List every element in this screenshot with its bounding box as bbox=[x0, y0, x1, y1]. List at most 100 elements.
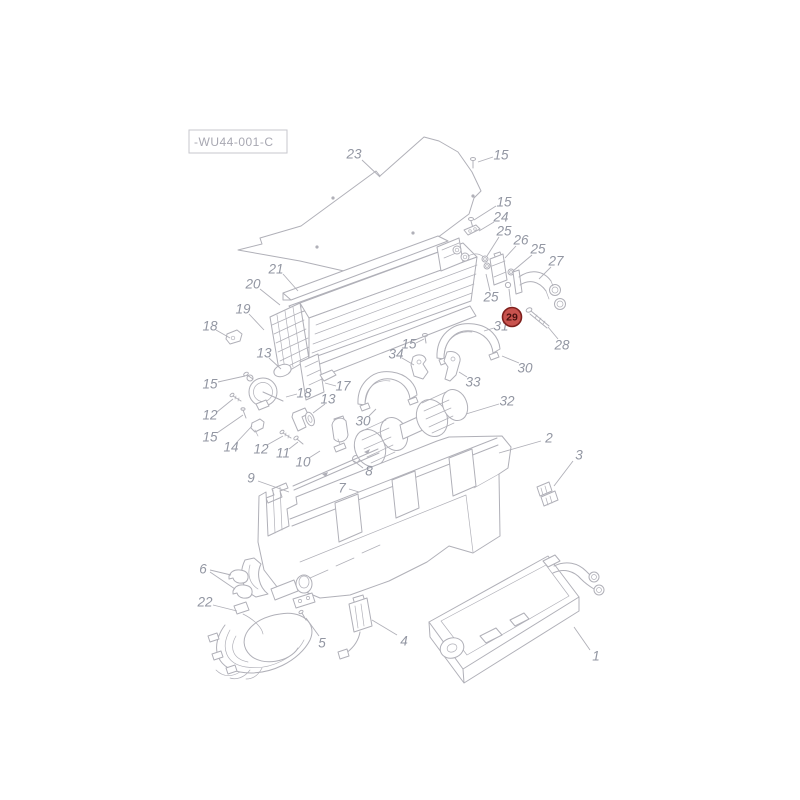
leader-line-14 bbox=[236, 425, 253, 443]
scroll-housings bbox=[357, 323, 501, 412]
leader-line-25 bbox=[486, 236, 500, 257]
part-label-27: 27 bbox=[547, 254, 564, 269]
part-label-12: 12 bbox=[202, 408, 218, 423]
part-label-13: 13 bbox=[256, 346, 272, 361]
part-label-3: 3 bbox=[575, 448, 583, 463]
part-label-25: 25 bbox=[529, 242, 546, 257]
screw-15-top bbox=[470, 157, 476, 169]
part-label-10: 10 bbox=[295, 455, 311, 470]
part-label-15: 15 bbox=[496, 195, 512, 210]
leader-line-1 bbox=[573, 626, 591, 651]
leader-line-28 bbox=[547, 326, 559, 340]
leader-line-15 bbox=[216, 414, 244, 434]
part-label-18: 18 bbox=[202, 319, 218, 334]
grommet-3 bbox=[536, 481, 559, 507]
leader-line-10 bbox=[308, 450, 321, 459]
part-label-34: 34 bbox=[388, 347, 403, 362]
screw-15-left bbox=[243, 371, 254, 380]
highlighted-part-number: 29 bbox=[506, 312, 518, 324]
vacuum-actuator bbox=[331, 415, 349, 453]
part-label-18: 18 bbox=[296, 386, 312, 401]
plate-17 bbox=[319, 369, 337, 382]
leader-line-13 bbox=[312, 403, 326, 414]
part-label-30: 30 bbox=[517, 361, 533, 376]
leader-line-33 bbox=[458, 371, 468, 378]
resistor-4 bbox=[337, 594, 373, 660]
leader-line-15 bbox=[415, 338, 425, 344]
leader-line-31 bbox=[483, 327, 495, 332]
hose-assembly-27 bbox=[512, 269, 566, 310]
part-label-19: 19 bbox=[235, 302, 251, 317]
part-label-33: 33 bbox=[465, 375, 481, 390]
part-label-32: 32 bbox=[499, 394, 515, 409]
expansion-valve-26 bbox=[489, 251, 508, 286]
part-label-20: 20 bbox=[244, 277, 261, 292]
bolt-29 bbox=[504, 281, 512, 307]
leader-line-30 bbox=[501, 355, 520, 364]
part-label-17: 17 bbox=[335, 379, 351, 394]
heater-core bbox=[269, 237, 487, 401]
wiring-harness-22 bbox=[207, 601, 313, 680]
leader-line-5 bbox=[305, 617, 320, 637]
screw-15-center bbox=[422, 333, 428, 344]
leader-line-13 bbox=[268, 357, 282, 370]
flap-13 bbox=[273, 363, 292, 378]
step-strip-9 bbox=[265, 482, 289, 504]
bracket-5 bbox=[292, 592, 316, 621]
leader-line-15 bbox=[217, 375, 246, 383]
leader-line-27 bbox=[538, 266, 552, 280]
leader-line-12 bbox=[216, 398, 234, 413]
leader-line-25 bbox=[485, 273, 491, 292]
plate-24 bbox=[463, 224, 481, 236]
part-label-6: 6 bbox=[199, 562, 207, 577]
frame-code-box: -WU44-001-C bbox=[188, 129, 288, 154]
leader-line-25 bbox=[512, 254, 533, 272]
part-label-1: 1 bbox=[592, 649, 600, 664]
part-label-21: 21 bbox=[267, 262, 283, 277]
leader-line-15 bbox=[477, 156, 494, 163]
part-label-13: 13 bbox=[320, 392, 336, 407]
pin-15-left bbox=[240, 407, 247, 419]
hinge-bracket bbox=[291, 407, 309, 432]
part-label-22: 22 bbox=[196, 595, 213, 610]
leader-line-4 bbox=[371, 619, 398, 636]
leader-line-18 bbox=[285, 393, 298, 398]
clips-6 bbox=[228, 569, 253, 599]
part-label-12: 12 bbox=[253, 442, 269, 457]
leader-line-22 bbox=[212, 604, 238, 612]
leader-line-8 bbox=[353, 460, 364, 469]
part-label-9: 9 bbox=[247, 471, 255, 486]
bracket-33 bbox=[443, 351, 461, 382]
part-label-8: 8 bbox=[365, 464, 373, 479]
leader-line-30 bbox=[368, 408, 377, 417]
part-label-15: 15 bbox=[202, 430, 218, 445]
drawing-code: -WU44-001-C bbox=[194, 135, 274, 149]
screw-12-left bbox=[229, 392, 242, 402]
part-label-30: 30 bbox=[355, 414, 371, 429]
leader-line-19 bbox=[248, 313, 265, 331]
leader-line-2 bbox=[498, 440, 542, 454]
leader-line-21 bbox=[282, 273, 299, 292]
leader-line-17 bbox=[324, 382, 337, 387]
screw-12-mid bbox=[279, 429, 292, 439]
leader-line-18 bbox=[215, 329, 231, 339]
leader-line-3 bbox=[553, 460, 574, 487]
leader-line-23 bbox=[361, 159, 381, 178]
part-label-15: 15 bbox=[401, 337, 417, 352]
leader-line-9 bbox=[257, 480, 290, 493]
part-label-28: 28 bbox=[553, 338, 570, 353]
part-label-24: 24 bbox=[492, 210, 508, 225]
part-label-4: 4 bbox=[400, 634, 408, 649]
part-label-23: 23 bbox=[345, 147, 362, 162]
bracket-34 bbox=[410, 354, 429, 380]
part-label-11: 11 bbox=[276, 446, 290, 461]
main-housing bbox=[241, 435, 512, 601]
lower-tray bbox=[428, 554, 605, 684]
right-dome bbox=[436, 323, 501, 360]
part-label-25: 25 bbox=[482, 290, 499, 305]
part-label-7: 7 bbox=[338, 481, 346, 496]
core-fins bbox=[271, 306, 310, 371]
leader-line-20 bbox=[259, 288, 281, 306]
part-label-15: 15 bbox=[493, 148, 509, 163]
part-label-5: 5 bbox=[318, 636, 326, 651]
